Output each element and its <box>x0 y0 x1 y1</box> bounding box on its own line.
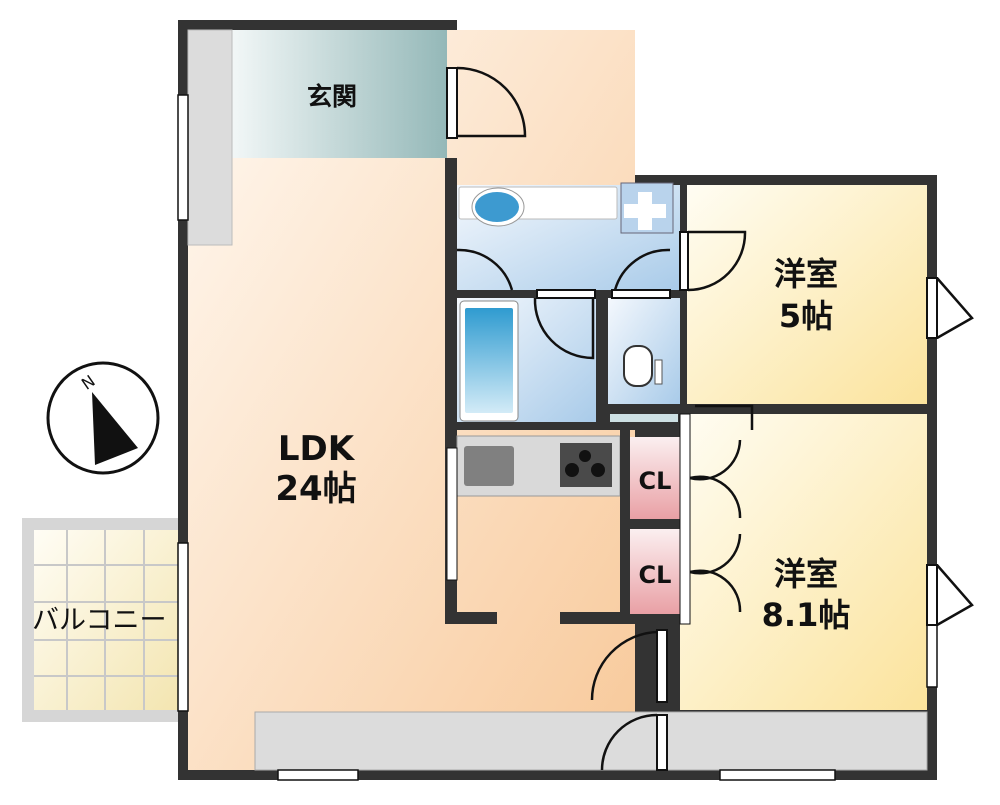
western-room-8-label: 洋室 <box>774 555 838 593</box>
closet-1 <box>630 437 680 519</box>
sink-icon <box>475 192 519 222</box>
western-room-5 <box>687 185 927 405</box>
windows <box>177 94 938 781</box>
western-room-8-size: 8.1帖 <box>762 596 851 634</box>
kitchen-sink-icon <box>464 446 514 486</box>
bottom-storage <box>254 711 928 771</box>
north-arrow-icon <box>92 392 138 465</box>
ldk-size: 24帖 <box>275 469 356 509</box>
entrance <box>232 30 447 158</box>
balcony-label: バルコニー <box>32 605 166 636</box>
closet-2-label: CL <box>639 561 672 589</box>
ldk-label: LDK <box>278 429 356 469</box>
western-room-5-label: 洋室 <box>774 255 838 293</box>
toilet-icon <box>623 345 653 387</box>
side-doors <box>926 277 974 627</box>
closet-1-label: CL <box>639 467 672 495</box>
western-room-5-size: 5帖 <box>779 297 833 335</box>
balcony: バルコニー <box>22 518 180 722</box>
shoe-storage <box>187 29 233 246</box>
washing-machine-icon <box>624 192 666 230</box>
compass: N <box>46 361 160 475</box>
entrance-label: 玄関 <box>307 82 357 111</box>
bathtub-icon <box>465 308 513 413</box>
closet-2 <box>630 529 680 614</box>
western-room-8 <box>680 414 927 710</box>
